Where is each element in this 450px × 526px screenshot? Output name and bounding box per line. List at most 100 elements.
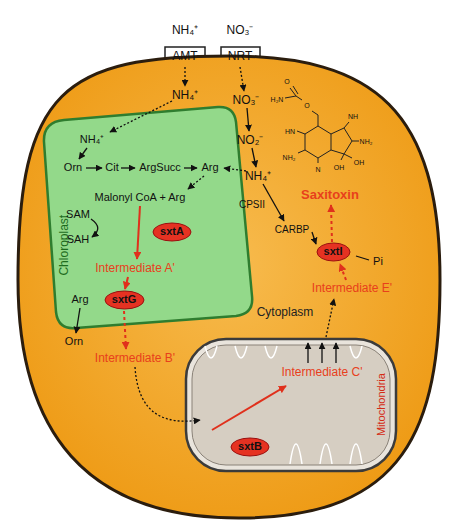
label-holder: NH₂: [283, 154, 296, 161]
compound-label: NH₄⁺: [172, 23, 198, 37]
label-holder: Cit: [105, 161, 118, 174]
compound-label: CARBP: [275, 224, 309, 236]
solid-arrow: [335, 343, 336, 363]
compound-label: NH₄⁺: [245, 169, 271, 183]
label-holder: SAH: [67, 233, 90, 246]
compound-label: SAH: [67, 233, 90, 246]
label-holder: CARBP: [275, 224, 309, 236]
solid-arrow: [307, 343, 308, 363]
compartment-name: Mitochondria: [374, 374, 387, 437]
label-holder: ArgSucc: [139, 161, 181, 174]
label-holder: Arg: [71, 293, 88, 306]
transporter-name: AMT: [172, 49, 197, 63]
transporter-box: AMT: [164, 46, 206, 67]
intermediate-label: Intermediate A': [95, 261, 175, 275]
label-holder: CPSII: [239, 199, 265, 211]
enzyme-name: sxtG: [112, 293, 136, 306]
text-holder: sxtI: [324, 245, 343, 258]
compound-label: Pi: [373, 255, 383, 268]
label-holder: NH: [348, 113, 358, 120]
saxitoxin-structure: [318, 158, 319, 163]
solid-arrow: [321, 343, 322, 363]
atom-label: NH: [348, 113, 358, 120]
compartment-name: Cytoplasm: [257, 305, 314, 319]
label-holder: N: [315, 166, 320, 173]
enzyme-name: sxtB: [238, 440, 262, 453]
label-holder: Orn: [65, 335, 83, 348]
compound-label: ArgSucc: [139, 161, 181, 174]
text-holder: NRT: [228, 49, 252, 63]
atom-label: H₂N: [271, 96, 284, 103]
compound-label: NO₃⁻: [233, 93, 260, 107]
crista: [320, 444, 332, 464]
compound-label: CPSII: [239, 199, 265, 211]
label-holder: Pi: [373, 255, 383, 268]
label-holder: O: [304, 102, 309, 109]
enzyme-outline: [105, 291, 144, 309]
atom-label: NH₂: [360, 138, 373, 145]
atom-label: O: [304, 102, 309, 109]
label-holder: SAM: [66, 208, 90, 221]
enzyme-outline: [231, 438, 269, 456]
intermediate-label: Saxitoxin: [301, 187, 359, 203]
transporter-name: NRT: [228, 49, 252, 63]
label-holder: Intermediate A': [95, 261, 175, 275]
label-holder: Arg: [201, 161, 218, 174]
enzyme-ellipse: sxtB: [230, 437, 270, 457]
text-holder: AMT: [172, 49, 197, 63]
crista: [205, 346, 217, 358]
label-holder: Intermediate E': [312, 281, 392, 295]
compound-label: Arg: [201, 161, 218, 174]
label-holder: NO₃⁻: [227, 23, 254, 37]
intermediate-label: Intermediate E': [312, 281, 392, 295]
atom-label: N: [315, 166, 320, 173]
chloroplast-membrane: [44, 107, 252, 328]
intermediate-label: Intermediate C': [282, 365, 363, 379]
label-holder: H₂N: [271, 96, 284, 103]
label-holder: NO₃⁻: [233, 93, 260, 107]
crista: [265, 346, 277, 358]
compound-label: Arg: [71, 293, 88, 306]
text-holder: Cytoplasm: [257, 305, 314, 319]
mitochondrion-shape: [185, 338, 397, 472]
atom-label: OH: [354, 159, 365, 166]
compound-label: Malonyl CoA + Arg: [95, 191, 186, 204]
label-holder: NH₄⁺: [80, 133, 104, 146]
text-holder: sxtA: [160, 225, 184, 238]
solid-arrow: [121, 167, 135, 168]
cell-membrane: [18, 56, 440, 518]
crista: [290, 444, 302, 464]
label-holder: HN: [285, 128, 295, 135]
enzyme-outline: [317, 243, 350, 261]
crista: [350, 346, 362, 358]
label-holder: NO₂⁻: [237, 133, 264, 147]
label-holder: NH₄⁺: [172, 23, 198, 37]
enzyme-ellipse: sxtG: [104, 290, 145, 310]
text-holder: Mitochondria: [350, 398, 413, 411]
enzyme-outline: [153, 223, 191, 241]
compound-label: SAM: [66, 208, 90, 221]
compound-label: Orn: [64, 161, 82, 174]
label-holder: NH₂: [360, 138, 373, 145]
compound-label: NO₃⁻: [227, 23, 254, 37]
label-holder: Intermediate C': [282, 365, 363, 379]
solid-arrow: [86, 167, 102, 168]
label-holder: Malonyl CoA + Arg: [95, 191, 186, 204]
atom-label: OH: [334, 164, 345, 171]
atom-label: NH₂: [283, 154, 296, 161]
transporter-box: NRT: [220, 46, 261, 67]
enzyme-name: sxtA: [160, 225, 184, 238]
intermediate-label: Intermediate B': [95, 351, 175, 365]
compound-label: NH₄⁺: [80, 133, 104, 146]
enzyme-ellipse: sxtA: [152, 222, 192, 242]
label-holder: Orn: [64, 161, 82, 174]
atom-label: HN: [285, 128, 295, 135]
saxitoxin-structure: [352, 141, 359, 142]
compound-label: Orn: [65, 335, 83, 348]
crista: [235, 346, 247, 358]
text-holder: sxtB: [238, 440, 262, 453]
enzyme-name: sxtI: [324, 245, 343, 258]
atom-label: O: [284, 78, 289, 85]
label-holder: NH₄⁺: [172, 88, 198, 102]
